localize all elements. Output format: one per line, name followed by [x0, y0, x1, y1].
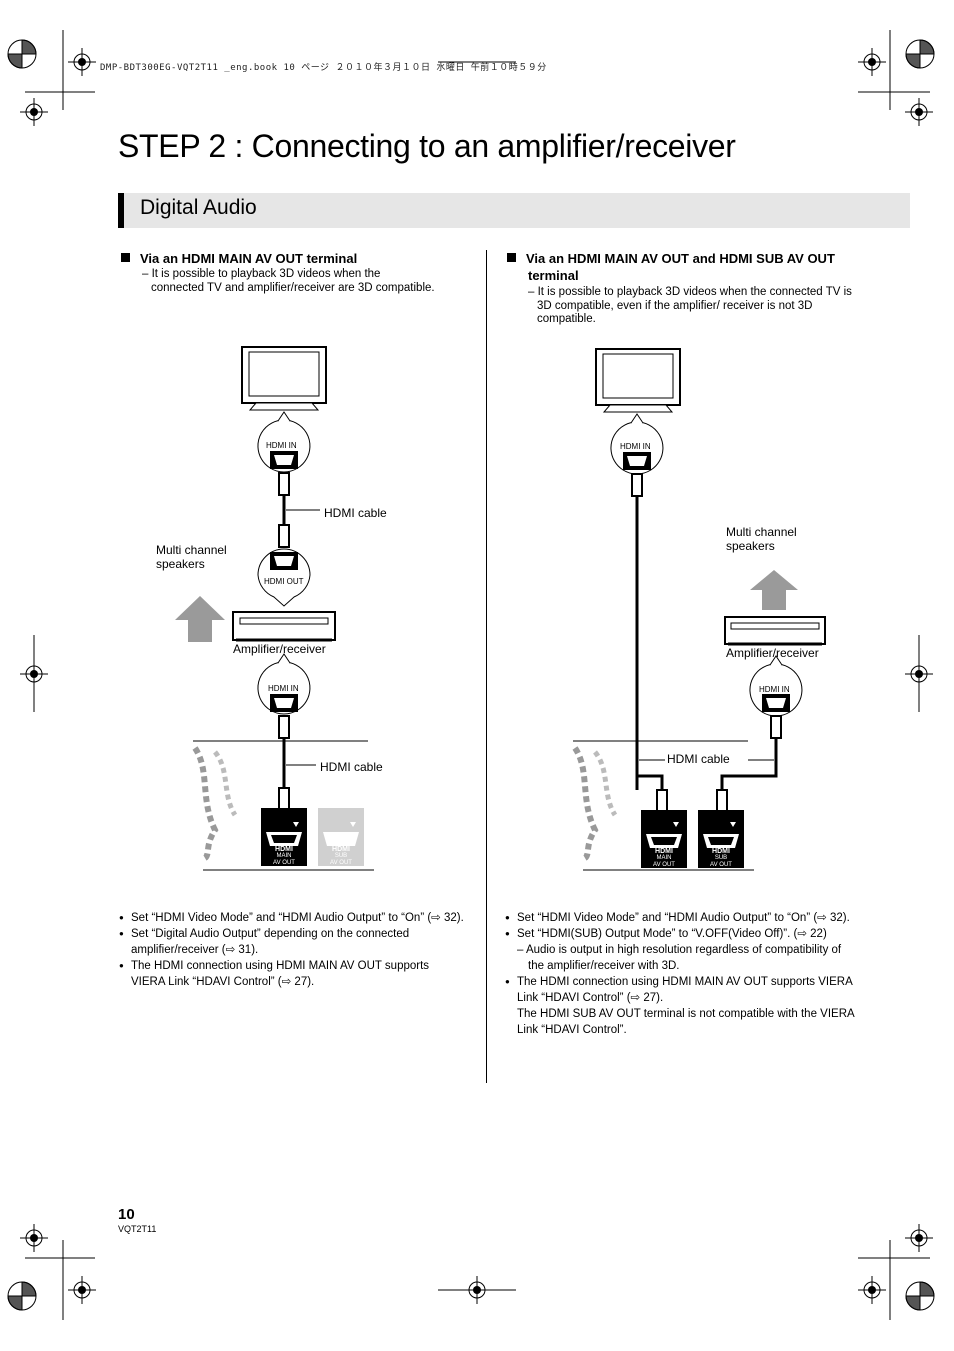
- hdmi-in-amp-bubble-icon: [257, 653, 311, 715]
- section-title: Digital Audio: [140, 196, 257, 219]
- hdmi-out-label: HDMI OUT: [264, 577, 304, 586]
- speakers-label: Multi channel speakers: [156, 543, 227, 571]
- amplifier-icon: [232, 611, 336, 642]
- player-rear-panel: [572, 740, 754, 871]
- hdmi-in-label: HDMI IN: [266, 441, 297, 450]
- left-bullets: Set “HDMI Video Mode” and “HDMI Audio Ou…: [119, 910, 464, 990]
- hdmi-logo: HDMI: [275, 846, 293, 853]
- player-rear-panel: [192, 740, 374, 871]
- hdmi-logo: HDMI: [332, 846, 350, 853]
- bullet-item: Set “HDMI Video Mode” and “HDMI Audio Ou…: [505, 910, 855, 926]
- left-description: – It is possible to playback 3D videos w…: [142, 268, 435, 294]
- hdmi-in-amp-label: HDMI IN: [759, 685, 790, 694]
- hdmi-cable-label: HDMI cable: [324, 506, 387, 520]
- hdmi-logo: HDMI: [712, 848, 730, 855]
- tv-icon: [241, 346, 327, 411]
- amplifier-label: Amplifier/receiver: [726, 646, 819, 660]
- bullet-item: The HDMI connection using HDMI MAIN AV O…: [505, 974, 855, 1006]
- amplifier-icon: [724, 616, 826, 646]
- hdmi-main-port-text: HDMI MAIN AV OUT: [641, 848, 687, 869]
- tv-icon: [595, 348, 681, 413]
- hdmi-logo: HDMI: [655, 848, 673, 855]
- section-bar: Digital Audio: [118, 193, 910, 228]
- page-number: 10: [118, 1206, 135, 1223]
- port-label-line-2: AV OUT: [330, 860, 352, 866]
- port-label-line-2: AV OUT: [273, 860, 295, 866]
- port-label-line-1: SUB: [714, 855, 728, 861]
- port-label-line-2: AV OUT: [653, 862, 675, 868]
- bullet-item: Set “HDMI(SUB) Output Mode” to “V.OFF(Vi…: [505, 926, 855, 942]
- hdmi-cable-label: HDMI cable: [667, 752, 730, 766]
- hdmi-out-bubble-icon: [257, 548, 311, 607]
- hdmi-sub-port-icon: [698, 810, 744, 868]
- print-header-line: DMP-BDT300EG-VQT2T11 _eng.book 10 ページ ２０…: [100, 63, 547, 73]
- color-wheel-marks: [7, 39, 935, 1311]
- amplifier-label: Amplifier/receiver: [233, 642, 326, 656]
- column-divider: [486, 250, 487, 1083]
- hdmi-in-amp-label: HDMI IN: [268, 684, 299, 693]
- bullet-item: The HDMI connection using HDMI MAIN AV O…: [119, 958, 464, 990]
- port-label-line-1: MAIN: [276, 853, 292, 859]
- hdmi-main-port-text: HDMI MAIN AV OUT: [261, 846, 307, 867]
- right-heading: Via an HDMI MAIN AV OUT and HDMI SUB AV …: [507, 250, 873, 284]
- left-heading: Via an HDMI MAIN AV OUT terminal: [121, 250, 461, 267]
- hdmi-cable-main-icon: [631, 473, 668, 813]
- hdmi-in-bubble-icon: [257, 411, 311, 473]
- hdmi-in-bubble-icon: [610, 413, 664, 475]
- hdmi-main-port-icon: [641, 810, 687, 868]
- speakers-label: Multi channel speakers: [726, 525, 797, 553]
- hdmi-in-tv-label: HDMI IN: [620, 442, 651, 451]
- port-label-line-1: MAIN: [656, 855, 672, 861]
- bullet-sub-note: – Audio is output in high resolution reg…: [517, 944, 842, 972]
- page-title: STEP 2 : Connecting to an amplifier/rece…: [118, 128, 736, 164]
- square-bullet-icon: [507, 253, 516, 262]
- right-description: – It is possible to playback 3D videos w…: [528, 286, 852, 325]
- hdmi-sub-port-text: HDMI SUB AV OUT: [698, 848, 744, 869]
- hdmi-in-amp-bubble-icon: [749, 655, 803, 717]
- bullet-item: Set “Digital Audio Output” depending on …: [119, 926, 464, 958]
- bullet-extra-note: The HDMI SUB AV OUT terminal is not comp…: [517, 1008, 855, 1036]
- hdmi-cable-2-icon: [278, 715, 316, 811]
- speakers-arrow-icon: [175, 596, 225, 642]
- crosshair-marks: [20, 48, 933, 1304]
- right-bullets: Set “HDMI Video Mode” and “HDMI Audio Ou…: [505, 910, 855, 1038]
- port-label-line-2: AV OUT: [710, 862, 732, 868]
- bullet-item: Set “HDMI Video Mode” and “HDMI Audio Ou…: [119, 910, 464, 926]
- section-bar-marker: [118, 193, 124, 228]
- hdmi-sub-port-text: HDMI SUB AV OUT: [318, 846, 364, 867]
- hdmi-sub-port-icon: [318, 808, 364, 866]
- speakers-arrow-icon: [750, 570, 798, 610]
- hdmi-cable-1-icon: [278, 472, 320, 548]
- square-bullet-icon: [121, 253, 130, 262]
- hdmi-main-port-icon: [261, 808, 307, 866]
- port-label-line-1: SUB: [334, 853, 348, 859]
- hdmi-cable-label-2: HDMI cable: [320, 760, 383, 774]
- page-code: VQT2T11: [118, 1224, 157, 1234]
